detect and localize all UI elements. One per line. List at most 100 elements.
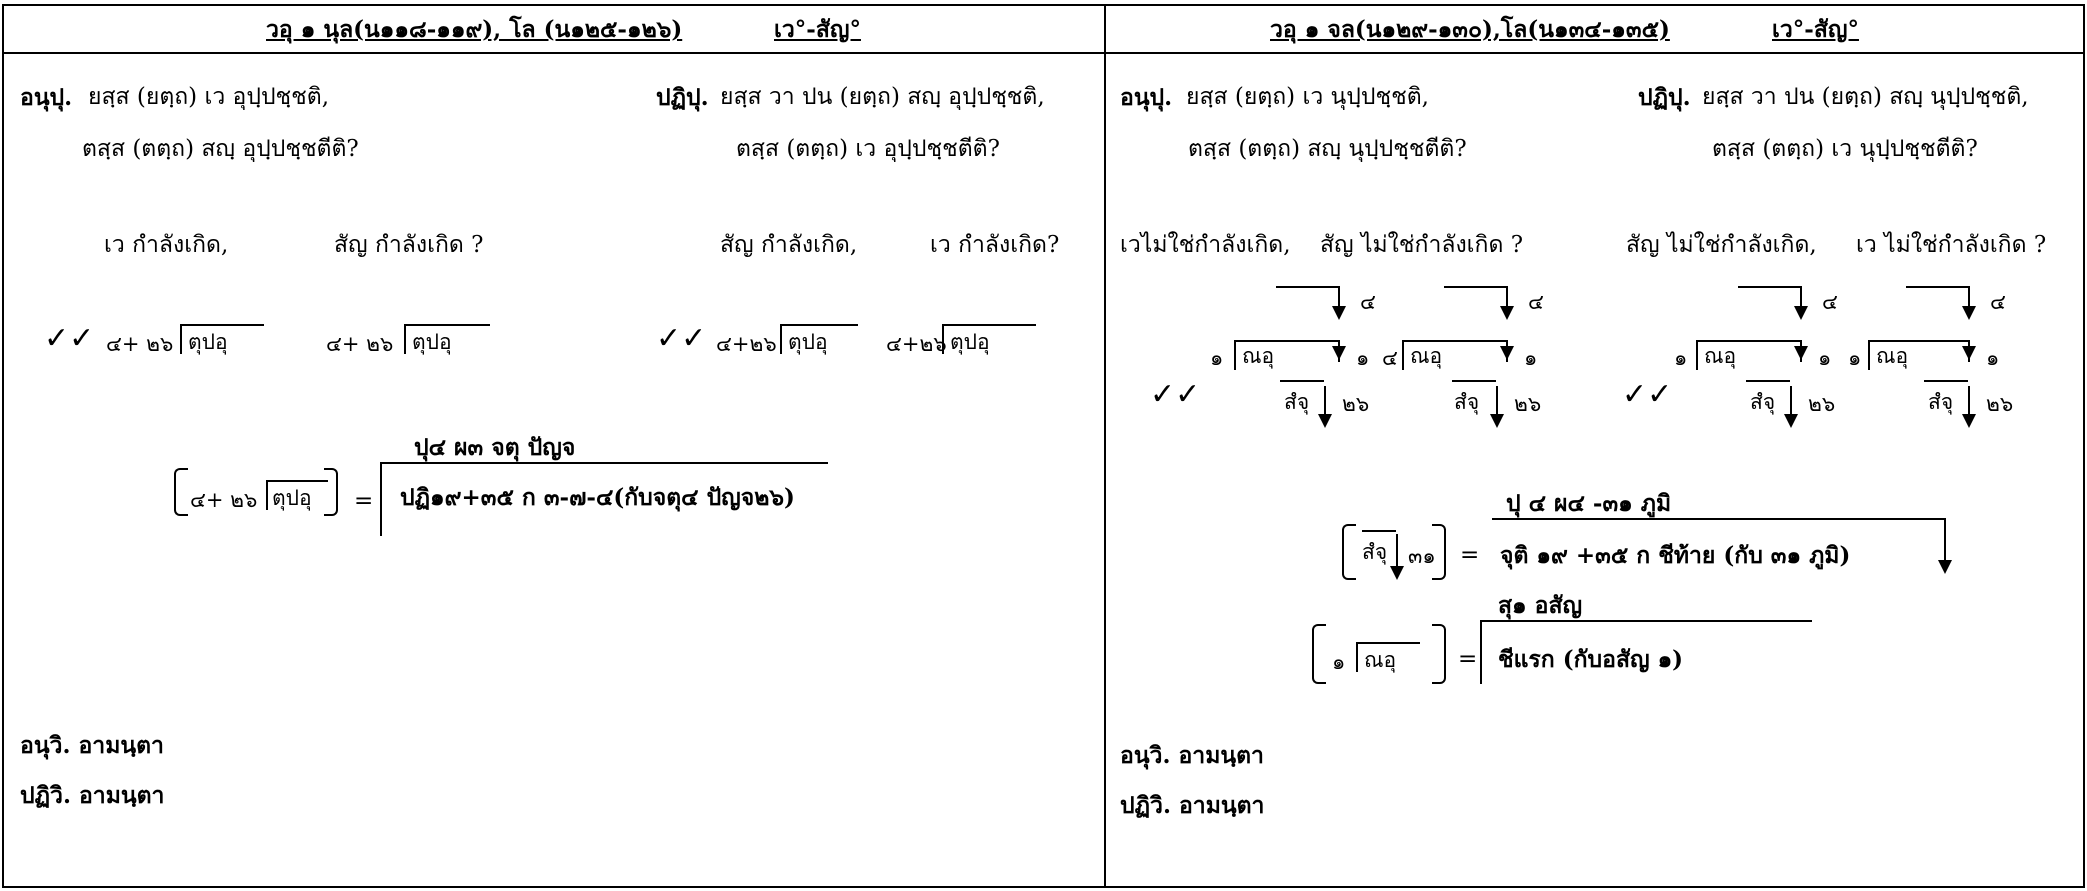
right-formula1-eq: = bbox=[1460, 542, 1480, 568]
right-diag2-top: ๔ bbox=[1528, 290, 1544, 314]
left-formula-bracket-open bbox=[174, 468, 188, 516]
left-box3 bbox=[780, 324, 858, 354]
right-header: วอุ ๑ จล(น๑๒๙-๑๓๐),โล(น๑๓๔-๑๓๕) เว°-สัญ° bbox=[1106, 6, 2083, 54]
right-diag1-mid-arrow bbox=[1332, 346, 1346, 360]
right-diag2-num: ๒๖ bbox=[1514, 392, 1542, 416]
right-diag3-bottom: สํจุ bbox=[1750, 390, 1776, 414]
left-formula-bar bbox=[380, 462, 828, 464]
right-pati-label: ปฏิปุ. bbox=[1638, 84, 1691, 111]
right-formula2-top: สุ๑ อสัญ bbox=[1498, 592, 1583, 619]
left-q2-a: สัญ กำลังเกิด, bbox=[720, 232, 858, 258]
right-diag2-bottom-arrow bbox=[1490, 414, 1504, 428]
right-diag1-bottom-stem bbox=[1324, 386, 1326, 416]
right-diag1-bottom: สํจุ bbox=[1284, 390, 1310, 414]
right-diag4-top-arrow bbox=[1962, 306, 1976, 320]
left-box2 bbox=[404, 324, 490, 354]
right-diag1-bottom-arrow bbox=[1318, 414, 1332, 428]
right-diag3-top-arrow bbox=[1794, 306, 1808, 320]
left-box3-label: ตุปอุ bbox=[788, 330, 828, 354]
right-diag3-mid-arrow bbox=[1794, 346, 1808, 360]
right-formula1-arrow-right bbox=[1938, 560, 1952, 574]
left-formula-box-label: ตุปอุ bbox=[272, 486, 312, 510]
right-formula1-stem-right bbox=[1944, 518, 1946, 560]
right-formula2-bracket-close bbox=[1432, 624, 1446, 684]
right-diag2-top-bar bbox=[1444, 286, 1508, 288]
left-box2-pre: ๔+ ๒๖ bbox=[326, 332, 394, 356]
right-diag1-box bbox=[1234, 340, 1340, 370]
right-footer-line2: ปฏิวิ. อามนฺตา bbox=[1120, 792, 1265, 819]
right-anu-line1: ยสฺส (ยตฺถ) เว นุปฺปชฺชติ, bbox=[1186, 84, 1429, 110]
left-formula-bracket-close bbox=[324, 468, 338, 516]
right-diag1-top-bar bbox=[1276, 286, 1340, 288]
left-formula-pre: ๔+ ๒๖ bbox=[190, 488, 258, 512]
right-diag3-bottom-arrow bbox=[1784, 414, 1798, 428]
left-box3-pre: ๔+๒๖ bbox=[716, 332, 777, 356]
right-diag3-num: ๒๖ bbox=[1808, 392, 1836, 416]
right-diag4-bottom-stem bbox=[1968, 386, 1970, 416]
right-diag4-mid-arrow bbox=[1962, 346, 1976, 360]
left-header-tag: เว°-สัญ° bbox=[774, 16, 861, 43]
left-box2-label: ตุปอุ bbox=[412, 330, 452, 354]
right-check-1: ✓✓ bbox=[1150, 377, 1201, 412]
right-diag4-num: ๒๖ bbox=[1986, 392, 2014, 416]
right-diag4-bottom-bar bbox=[1924, 380, 1968, 382]
right-header-title: วอุ ๑ จล(น๑๒๙-๑๓๐),โล(น๑๓๔-๑๓๕) bbox=[1270, 16, 1670, 43]
left-formula-eq: = bbox=[354, 488, 374, 514]
right-q2-b: เว ไม่ใช่กำลังเกิด ? bbox=[1856, 232, 2047, 258]
right-diag1-top-arrow bbox=[1332, 306, 1346, 320]
right-diag3-top-bar bbox=[1738, 286, 1802, 288]
left-header-title: วอุ ๑ นุล(น๑๑๘-๑๑๙), โล (น๑๒๕-๑๒๖) bbox=[266, 16, 683, 43]
right-formula1-arrow bbox=[1390, 566, 1404, 580]
left-anu-label: อนุปุ. bbox=[20, 84, 73, 111]
right-panel: วอุ ๑ จล(น๑๒๙-๑๓๐),โล(น๑๓๔-๑๓๕) เว°-สัญ°… bbox=[1104, 4, 2085, 888]
right-formula1-bar bbox=[1492, 518, 1946, 520]
right-diag1-num: ๒๖ bbox=[1342, 392, 1370, 416]
right-diag2-box-label: ณอุ bbox=[1410, 344, 1443, 368]
right-diag3-box-label: ณอุ bbox=[1704, 344, 1737, 368]
left-q2-b: เว กำลังเกิด? bbox=[930, 232, 1060, 258]
right-formula2-box-label: ณอุ bbox=[1364, 648, 1397, 672]
right-formula2-bottom: ชีแรก (กับอสัญ ๑) bbox=[1498, 646, 1684, 673]
left-box4 bbox=[942, 324, 1036, 354]
right-diag2-bottom-bar bbox=[1452, 380, 1496, 382]
right-anu-line2: ตสฺส (ตตฺถ) สญฺ นุปฺปชฺชตีติ? bbox=[1188, 136, 1467, 162]
left-footer-line1: อนุวิ. อามนฺตา bbox=[20, 732, 164, 759]
right-diag2-mid: ๑ bbox=[1524, 346, 1538, 370]
right-diag1-mid: ๑ bbox=[1356, 346, 1370, 370]
right-diag2-box bbox=[1402, 340, 1508, 370]
left-box4-pre: ๔+๒๖ bbox=[886, 332, 947, 356]
right-check-2: ✓✓ bbox=[1622, 377, 1673, 412]
right-anu-label: อนุปุ. bbox=[1120, 84, 1173, 111]
right-formula2-box bbox=[1356, 642, 1420, 672]
right-diag4-mid: ๑ bbox=[1986, 346, 2000, 370]
left-panel: วอุ ๑ นุล(น๑๑๘-๑๑๙), โล (น๑๒๕-๑๒๖) เว°-ส… bbox=[2, 4, 1106, 888]
left-formula-bottom: ปฏิ๑๙+๓๕ ก ๓-๗-๔(กับจตุ๔ ปัญจ๒๖) bbox=[400, 484, 795, 511]
right-diag3-bottom-stem bbox=[1790, 386, 1792, 416]
right-formula1-bracket-close bbox=[1432, 524, 1446, 580]
right-diag2-bottom: สํจุ bbox=[1454, 390, 1480, 414]
right-diag1-bottom-bar bbox=[1280, 380, 1324, 382]
right-formula2-eq: = bbox=[1458, 646, 1478, 672]
right-formula1-box: สํจุ bbox=[1362, 540, 1388, 564]
right-formula1-box-bar bbox=[1362, 530, 1396, 532]
right-diag4-bottom-arrow bbox=[1962, 414, 1976, 428]
right-diag3-pre: ๑ bbox=[1674, 346, 1688, 370]
right-diag4-box-label: ณอุ bbox=[1876, 344, 1909, 368]
right-q1-b: สัญ ไม่ใช่กำลังเกิด ? bbox=[1320, 232, 1524, 258]
left-anu-line1: ยสฺส (ยตฺถ) เว อุปฺปชฺชติ, bbox=[88, 84, 330, 110]
right-formula2-pre: ๑ bbox=[1332, 650, 1346, 674]
right-diag4-top-bar bbox=[1906, 286, 1970, 288]
left-formula-box bbox=[266, 480, 328, 510]
right-diag4-top-stem bbox=[1968, 286, 1970, 308]
right-diag3-bottom-bar bbox=[1746, 380, 1790, 382]
left-pati-line1: ยสฺส วา ปน (ยตฺถ) สญฺ อุปฺปชฺชติ, bbox=[720, 84, 1045, 110]
right-diag4-bottom: สํจุ bbox=[1928, 390, 1954, 414]
left-check-1: ✓✓ bbox=[44, 321, 95, 356]
right-formula2-bar bbox=[1480, 620, 1812, 622]
left-formula-vbar bbox=[380, 462, 382, 536]
left-header: วอุ ๑ นุล(น๑๑๘-๑๑๙), โล (น๑๒๕-๑๒๖) เว°-ส… bbox=[4, 6, 1104, 54]
right-pati-line2: ตสฺส (ตตฺถ) เว นุปฺปชฺชตีติ? bbox=[1712, 136, 1978, 162]
right-diag2-pre: ๔ bbox=[1382, 346, 1398, 370]
right-formula1-num: ๓๑ bbox=[1408, 544, 1436, 568]
left-q1-b: สัญ กำลังเกิด ? bbox=[334, 232, 484, 258]
